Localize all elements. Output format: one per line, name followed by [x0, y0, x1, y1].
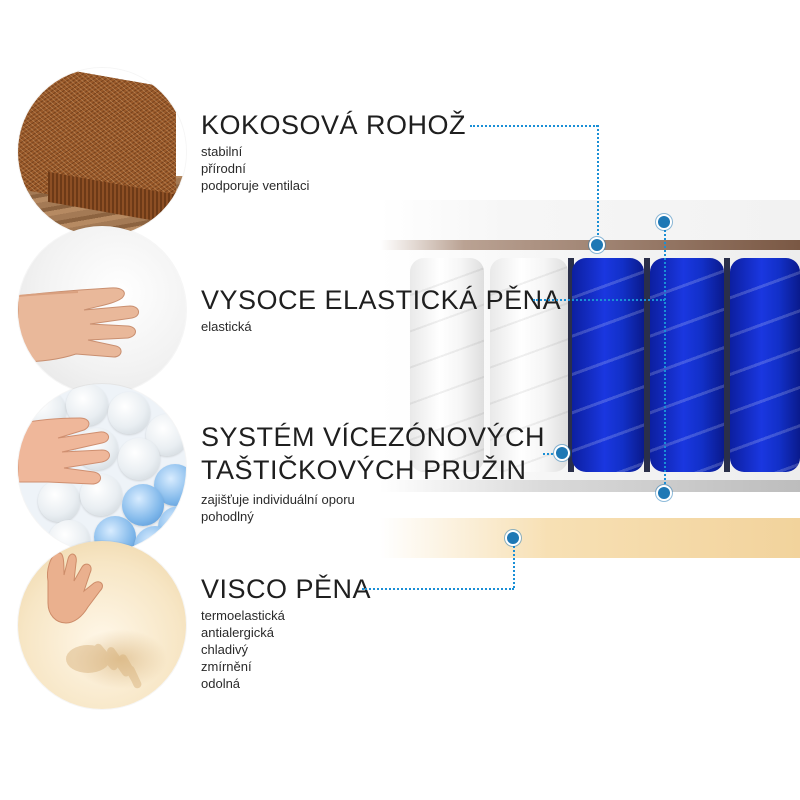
spring-gap — [724, 258, 730, 472]
connector-dot-foam-bottom — [658, 487, 670, 499]
connector-dot-foam-top — [658, 216, 670, 228]
layer-title-coconut: KOKOSOVÁ ROHOŽ — [201, 110, 467, 140]
layer-title-elastic-foam: VYSOCE ELASTICKÁ PĚNA — [201, 285, 562, 315]
base-band — [380, 480, 800, 492]
connector-dot-visco — [507, 532, 519, 544]
pocket-spring-white — [490, 258, 568, 472]
connector-line-foam — [533, 299, 665, 301]
connector-line-foam — [664, 222, 666, 492]
coconut-layer — [380, 240, 800, 250]
connector-line-coconut — [597, 125, 599, 243]
layer-title-visco: VISCO PĚNA — [201, 574, 372, 604]
hand-icon — [47, 552, 142, 689]
spring-cell — [108, 392, 150, 434]
connector-line-springs — [543, 453, 561, 455]
layer-features-coconut: stabilní přírodní podporuje ventilaci — [201, 143, 309, 194]
coconut-mat-image — [18, 68, 186, 236]
connector-dot-springs — [556, 447, 568, 459]
feature-text: antialergická — [201, 625, 274, 640]
feature-text: pohodlný — [201, 509, 254, 524]
spring-cell — [118, 438, 160, 480]
layer-title-springs-line1: SYSTÉM VÍCEZÓNOVÝCH — [201, 422, 546, 452]
hand-icon — [18, 417, 110, 485]
feature-text: elastická — [201, 319, 252, 334]
layer-features-visco: termoelastická antialergická chladivý zm… — [201, 607, 285, 692]
feature-text: zajišťuje individuální oporu — [201, 492, 355, 507]
spring-cell-blue — [122, 484, 164, 526]
pocket-spring-blue — [730, 258, 800, 472]
connector-line-visco — [362, 588, 514, 590]
elastic-foam-image — [18, 226, 186, 394]
layer-title-springs-line2: TAŠTIČKOVÝCH PRUŽIN — [201, 455, 527, 485]
visco-foam-image — [18, 541, 186, 709]
hand-icon — [18, 287, 139, 363]
feature-text: chladivý — [201, 642, 248, 657]
feature-text: termoelastická — [201, 608, 285, 623]
pocket-springs-image — [18, 384, 186, 552]
pocket-spring-white — [410, 258, 484, 472]
hand-print — [73, 629, 168, 689]
connector-dot-coconut — [591, 239, 603, 251]
pocket-spring-blue — [572, 258, 644, 472]
feature-text: přírodní — [201, 161, 246, 176]
feature-text: stabilní — [201, 144, 243, 159]
mattress-cross-section — [380, 200, 800, 560]
layer-features-elastic-foam: elastická — [201, 318, 252, 335]
feature-text: odolná — [201, 676, 241, 691]
visco-layer — [380, 518, 800, 558]
feature-text: zmírnění — [201, 659, 252, 674]
connector-line-coconut — [470, 125, 598, 127]
pocket-spring-blue — [650, 258, 724, 472]
spring-gap — [568, 258, 574, 472]
spring-cell — [38, 480, 80, 522]
connector-line-visco — [513, 538, 515, 588]
cover-layer — [380, 200, 800, 240]
feature-text: podporuje ventilaci — [201, 178, 310, 193]
layer-features-springs: zajišťuje individuální oporu pohodlný — [201, 491, 355, 525]
spring-gap — [644, 258, 650, 472]
